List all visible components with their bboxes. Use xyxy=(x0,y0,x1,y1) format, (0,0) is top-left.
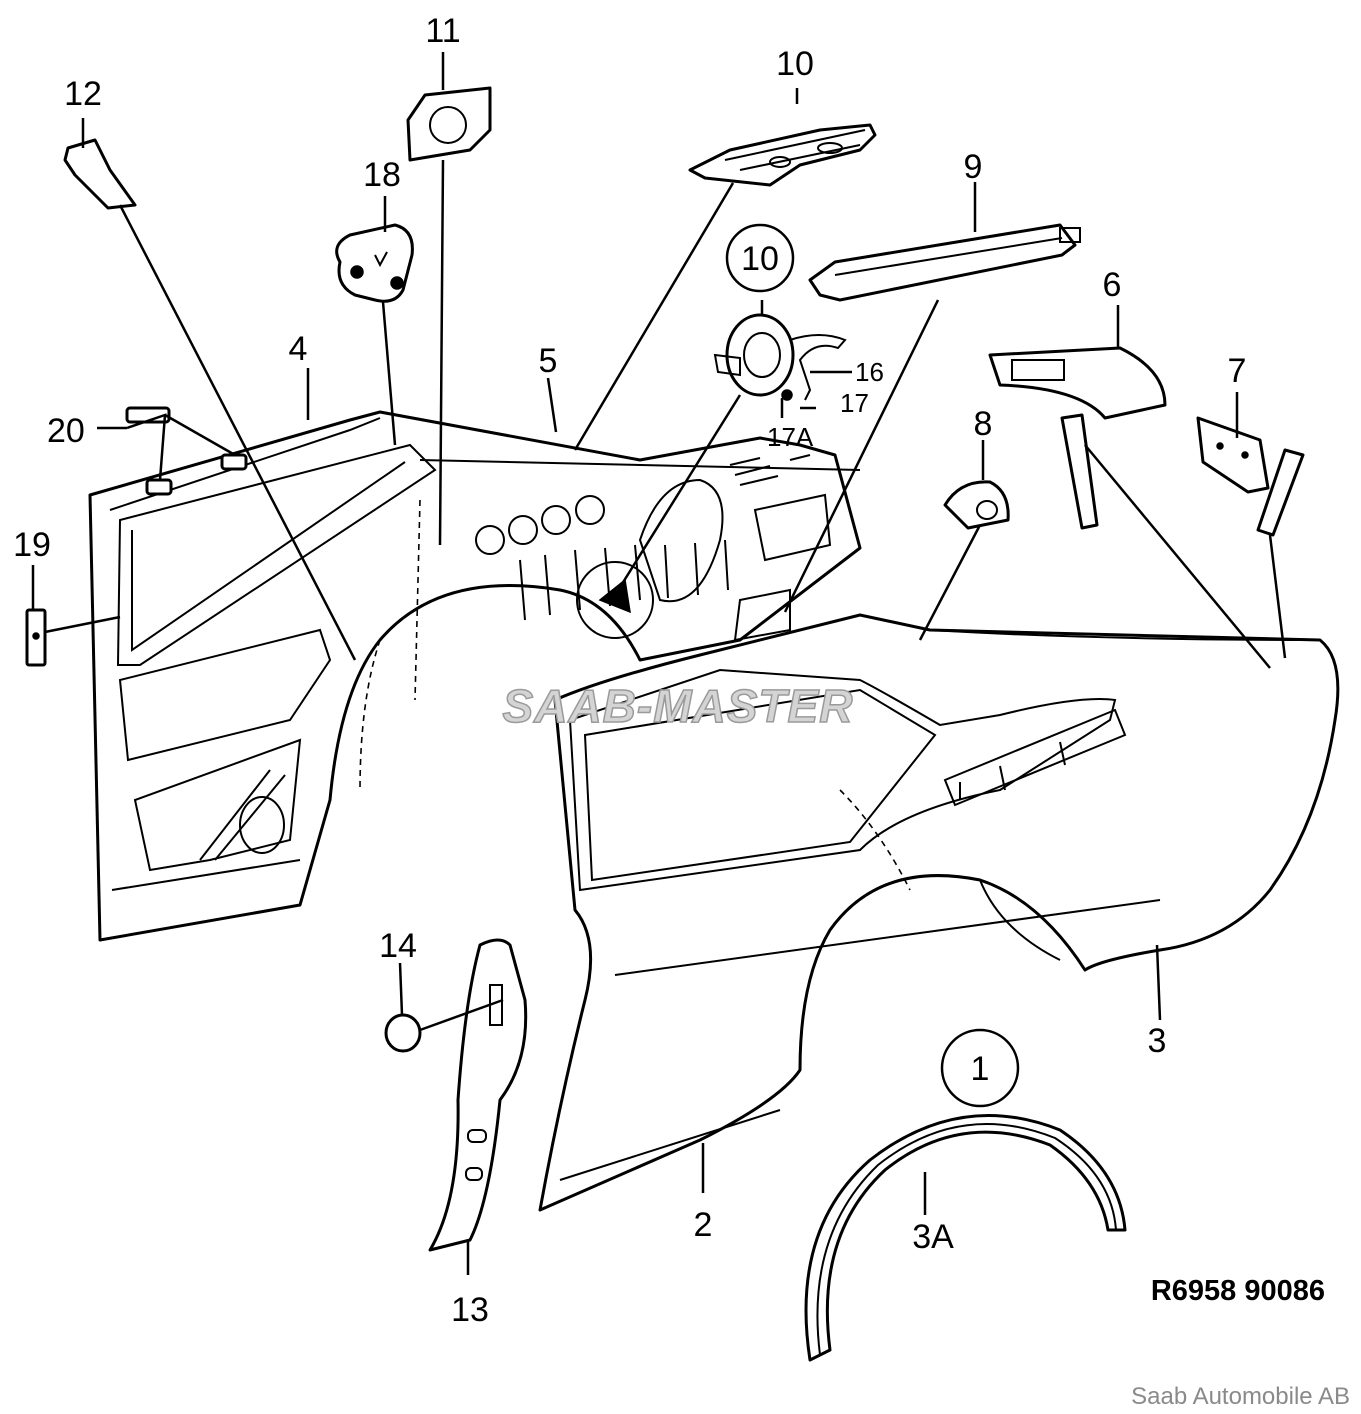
label-part-18: 18 xyxy=(363,156,401,194)
label-part-17: 17 xyxy=(840,388,869,418)
label-part-11: 11 xyxy=(425,12,460,50)
reference-number: R6958 90086 xyxy=(1151,1275,1325,1307)
leader-lines xyxy=(31,52,1287,1275)
label-part-17a: 17A xyxy=(767,422,814,452)
label-part-14: 14 xyxy=(379,927,417,965)
label-part-20: 20 xyxy=(47,412,85,450)
rail-part-9 xyxy=(808,223,1081,302)
outer-quarter-panel xyxy=(538,613,1340,1212)
wheel-arch-trim xyxy=(804,1114,1127,1362)
label-part-19: 19 xyxy=(13,526,51,564)
plate-part-18 xyxy=(335,223,414,303)
reinforcement-panel-10 xyxy=(688,123,877,187)
plug-part xyxy=(384,1013,422,1053)
inner-quarter-panel xyxy=(88,410,862,942)
label-part-3: 3 xyxy=(1148,1022,1167,1060)
label-part-3a: 3A xyxy=(912,1218,954,1256)
label-part-13: 13 xyxy=(451,1291,489,1329)
clip-part-8 xyxy=(943,480,1010,530)
label-part-10-upper: 10 xyxy=(776,45,814,83)
label-part-4: 4 xyxy=(289,330,308,368)
filler-gasket-part xyxy=(713,313,847,401)
label-part-7: 7 xyxy=(1228,352,1247,390)
label-part-9: 9 xyxy=(964,148,983,186)
label-part-5: 5 xyxy=(539,342,558,380)
label-part-12: 12 xyxy=(64,75,102,113)
pillar-reinforcement xyxy=(428,938,528,1252)
label-part-2: 2 xyxy=(694,1206,713,1244)
watermark: SAAB-MASTER xyxy=(503,680,854,732)
label-part-10-circle: 10 xyxy=(741,240,779,278)
plate-part-11 xyxy=(406,86,492,162)
gutter-part-6 xyxy=(988,346,1167,530)
bracket-part-12 xyxy=(63,138,137,210)
bracket-part-7 xyxy=(1196,416,1305,537)
label-part-6: 6 xyxy=(1103,266,1122,304)
copyright-text: Saab Automobile AB xyxy=(1131,1383,1350,1410)
label-part-16: 16 xyxy=(855,357,884,387)
label-part-8: 8 xyxy=(974,405,993,443)
label-part-1: 1 xyxy=(971,1050,990,1088)
